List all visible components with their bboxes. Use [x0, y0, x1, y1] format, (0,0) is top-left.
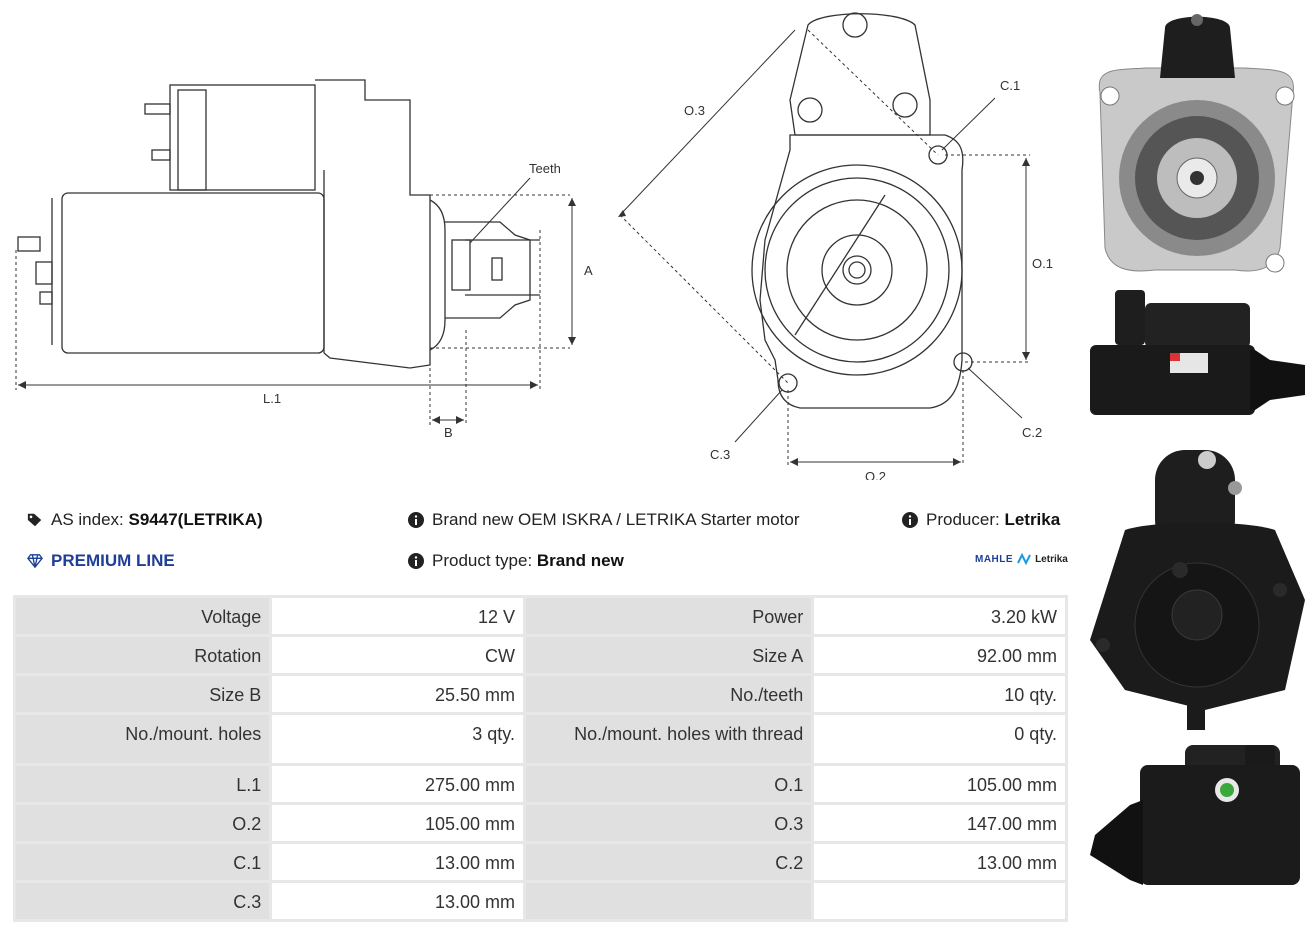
table-row: O.2 105.00 mm O.3 147.00 mm [16, 805, 1065, 841]
label-o2: O.2 [865, 469, 886, 480]
spec-value: 3 qty. [272, 715, 523, 763]
spec-value: 13.00 mm [814, 844, 1065, 880]
spec-value: 10 qty. [814, 676, 1065, 712]
technical-drawing: Teeth A B L.1 O.3 O.1 O.2 C.1 C.2 C.3 [15, 12, 1053, 480]
spec-label: Power [525, 598, 812, 634]
spec-value: 275.00 mm [272, 766, 523, 802]
table-row: Rotation CW Size A 92.00 mm [16, 637, 1065, 673]
label-teeth: Teeth [529, 161, 561, 176]
producer-value: Letrika [1004, 510, 1061, 529]
spec-value: 92.00 mm [814, 637, 1065, 673]
logo-mahle: MAHLE [975, 553, 1014, 565]
product-type-label: Product type: [432, 551, 533, 570]
label-c2: C.2 [1022, 425, 1042, 440]
spec-value [814, 883, 1065, 919]
label-b: B [444, 425, 453, 440]
spec-label [525, 883, 812, 919]
label-l1: L.1 [263, 391, 281, 406]
label-o1: O.1 [1032, 256, 1053, 271]
spec-label: No./teeth [525, 676, 812, 712]
spec-label: Size B [16, 676, 270, 712]
premium-line: PREMIUM LINE [27, 551, 175, 571]
table-row: C.3 13.00 mm [16, 883, 1065, 919]
spec-value: 0 qty. [814, 715, 1065, 763]
table-row: Size B 25.50 mm No./teeth 10 qty. [16, 676, 1065, 712]
side-view-drawing [17, 79, 540, 369]
spec-value: 105.00 mm [814, 766, 1065, 802]
spec-value: 25.50 mm [272, 676, 523, 712]
spec-label: Size A [525, 637, 812, 673]
info-icon [408, 512, 424, 528]
front-view-drawing [751, 12, 973, 409]
spec-label: C.1 [16, 844, 270, 880]
logo-wave-icon [1017, 553, 1031, 565]
product-type: Product type: Brand new [408, 551, 624, 571]
spec-label: O.3 [525, 805, 812, 841]
spec-table: Voltage 12 V Power 3.20 kW Rotation CW S… [13, 595, 1068, 922]
as-index-value: S9447(LETRIKA) [128, 510, 263, 529]
spec-label: No./mount. holes with thread [525, 715, 812, 763]
spec-label: O.2 [16, 805, 270, 841]
premium-line-label: PREMIUM LINE [51, 551, 175, 570]
table-row: No./mount. holes 3 qty. No./mount. holes… [16, 715, 1065, 763]
label-c3: C.3 [710, 447, 730, 462]
spec-label: O.1 [525, 766, 812, 802]
description: Brand new OEM ISKRA / LETRIKA Starter mo… [408, 510, 800, 530]
product-type-value: Brand new [536, 551, 624, 570]
as-index: AS index: S9447(LETRIKA) [27, 510, 263, 530]
spec-label: No./mount. holes [16, 715, 270, 763]
spec-value: 3.20 kW [814, 598, 1065, 634]
diamond-icon [27, 553, 43, 569]
spec-value: 147.00 mm [814, 805, 1065, 841]
spec-label: Voltage [16, 598, 270, 634]
spec-label: L.1 [16, 766, 270, 802]
product-photo-side[interactable] [1085, 285, 1310, 435]
info-icon [408, 553, 424, 569]
info-icon [902, 512, 918, 528]
spec-value: 105.00 mm [272, 805, 523, 841]
logo-letrika: Letrika [1035, 553, 1068, 565]
mahle-letrika-logo: MAHLE Letrika [975, 553, 1068, 565]
label-o3: O.3 [684, 103, 705, 118]
spec-value: 13.00 mm [272, 883, 523, 919]
description-text: Brand new OEM ISKRA / LETRIKA Starter mo… [432, 510, 800, 529]
producer: Producer: Letrika [902, 510, 1060, 530]
table-row: C.1 13.00 mm C.2 13.00 mm [16, 844, 1065, 880]
product-photo-front[interactable] [1085, 8, 1310, 278]
as-index-label: AS index: [51, 510, 124, 529]
producer-label: Producer: [926, 510, 1000, 529]
spec-label: C.3 [16, 883, 270, 919]
product-photo-side-2[interactable] [1085, 740, 1310, 900]
spec-value: 12 V [272, 598, 523, 634]
spec-value: CW [272, 637, 523, 673]
table-row: L.1 275.00 mm O.1 105.00 mm [16, 766, 1065, 802]
spec-label: Rotation [16, 637, 270, 673]
product-photo-rear[interactable] [1085, 440, 1310, 735]
table-row: Voltage 12 V Power 3.20 kW [16, 598, 1065, 634]
spec-label: C.2 [525, 844, 812, 880]
tag-icon [27, 512, 43, 528]
label-a: A [584, 263, 593, 278]
spec-value: 13.00 mm [272, 844, 523, 880]
label-c1: C.1 [1000, 78, 1020, 93]
